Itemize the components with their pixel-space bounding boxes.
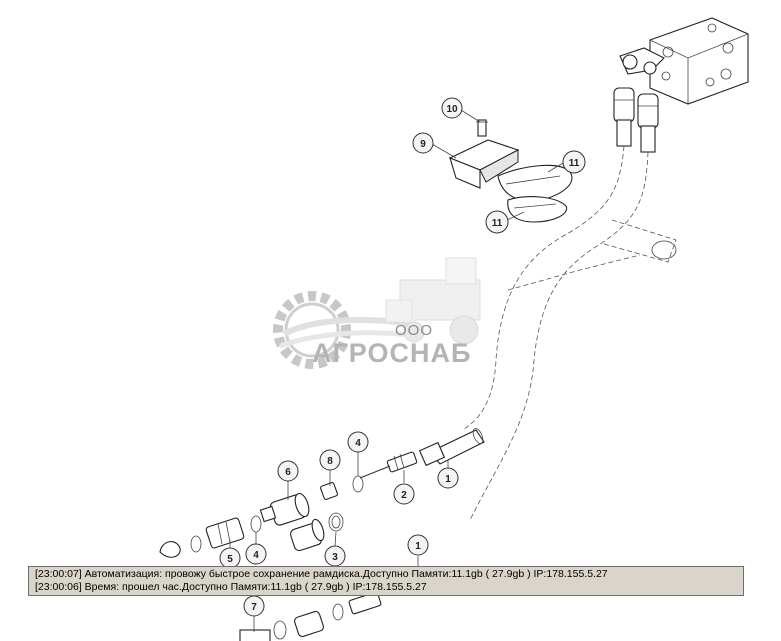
callout-7-label: 7 [251,602,257,613]
callout-4-lower-label: 4 [253,550,259,561]
callout-4-upper: 4 [347,431,369,453]
hose-fitting-1 [418,428,485,467]
agrosnab-logo-watermark [273,257,481,369]
hose-lines [461,145,677,521]
callout-2-label: 2 [401,490,407,501]
callout-3-label: 3 [332,552,338,563]
callout-4-lower: 4 [245,543,267,565]
log-line-hourly: [23:00:06] Время: прошел час.Доступно Па… [35,581,427,593]
callout-1-upper: 1 [437,467,459,489]
callout-4-upper-label: 4 [355,438,361,449]
callout-7: 7 [243,595,265,617]
combine-harvester-icon [385,257,481,345]
hose-couplers [613,87,659,153]
callout-9-label: 9 [420,139,426,150]
callout-1-lower-label: 1 [415,541,421,552]
callout-3: 3 [324,545,346,567]
watermark-brand: АГРОСНАБ [312,338,472,368]
log-panel: [23:00:07] Автоматизация: провожу быстро… [28,566,744,596]
callout-8-label: 8 [327,456,333,467]
gear-icon [273,291,421,369]
callout-11-upper-label: 11 [569,158,580,169]
callout-1-upper-label: 1 [445,474,451,485]
callout-8: 8 [319,449,341,471]
coupling-5 [159,517,245,558]
coupling-6 [259,492,310,526]
callout-6-label: 6 [285,467,291,478]
callout-1-lower: 1 [407,534,429,556]
lower-assembly [239,591,382,641]
hose-bracket [448,119,573,223]
callout-2: 2 [393,483,415,505]
nut-8 [320,482,338,500]
callout-5-label: 5 [227,554,233,565]
watermark-prefix: ООО [395,322,434,339]
adapter-2 [359,451,418,479]
callout-10: 10 [441,97,463,119]
callout-11-lower: 11 [485,210,509,234]
log-line-autosave: [23:00:07] Автоматизация: провожу быстро… [35,568,608,580]
callout-11-upper: 11 [562,150,586,174]
callout-5: 5 [219,547,241,569]
callout-11-lower-label: 11 [492,218,503,229]
callout-9: 9 [412,132,434,154]
callout-6: 6 [277,460,299,482]
coupling-lower [290,512,344,552]
leader-lines [229,109,564,632]
valve-block [619,17,749,105]
callout-10-label: 10 [446,104,458,115]
